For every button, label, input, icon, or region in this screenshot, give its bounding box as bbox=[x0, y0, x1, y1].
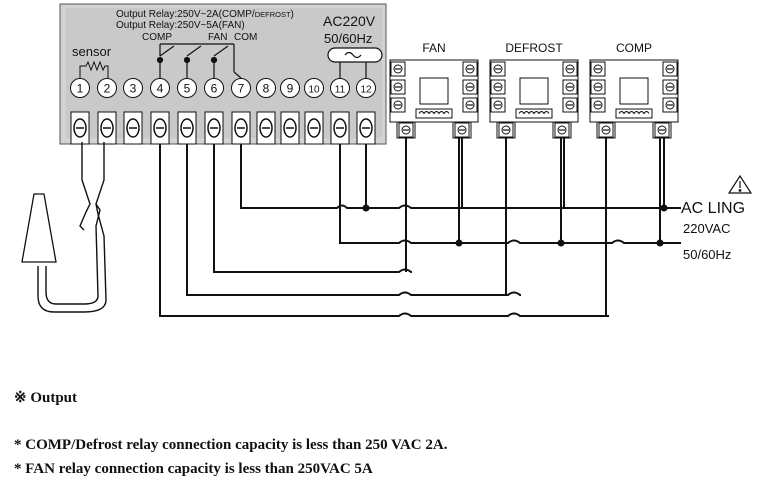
relay-comp: COMP bbox=[589, 41, 679, 139]
terminal-screw-row bbox=[70, 111, 376, 145]
terminal-number-10: 10 bbox=[308, 85, 320, 96]
fan-capacity-note: * FAN relay connection capacity is less … bbox=[14, 461, 373, 477]
com-line-wire bbox=[240, 144, 681, 209]
comp-defrost-capacity-note: * COMP/Defrost relay connection capacity… bbox=[14, 437, 448, 453]
controller-panel bbox=[66, 8, 382, 138]
sensor-probe bbox=[21, 142, 107, 313]
relay-label-comp: COMP bbox=[616, 41, 652, 55]
relay-coil-winding bbox=[618, 111, 650, 115]
relay-fan: FAN bbox=[389, 41, 479, 139]
terminal-number-9: 9 bbox=[287, 82, 294, 96]
terminal-number-circle bbox=[280, 78, 300, 98]
terminal-number-circle bbox=[256, 78, 276, 98]
terminal-number-circle bbox=[177, 78, 197, 98]
fan-terminal-label: FAN bbox=[208, 32, 227, 43]
ac-supply-symbol bbox=[327, 47, 383, 78]
terminal-number-circle bbox=[204, 78, 224, 98]
terminal-number-circle bbox=[123, 78, 143, 98]
relay-window bbox=[419, 77, 449, 105]
junction-dot bbox=[656, 239, 664, 247]
comp-control-wire bbox=[159, 144, 609, 317]
fan-control-wire bbox=[213, 144, 412, 273]
junction-dot bbox=[557, 239, 565, 247]
relay-contacts-symbol bbox=[156, 43, 242, 79]
defrost-control-wire bbox=[186, 144, 521, 296]
terminal-number-4: 4 bbox=[157, 82, 164, 96]
relay-coil-winding bbox=[418, 111, 450, 115]
terminal-number-8: 8 bbox=[263, 82, 270, 96]
sensor-resistor-symbol bbox=[79, 60, 109, 78]
power-label: AC220V bbox=[323, 13, 376, 29]
neutral-line-wire bbox=[339, 144, 681, 244]
terminal-number-3: 3 bbox=[130, 82, 137, 96]
wiring-lines bbox=[159, 138, 681, 317]
junction-dot bbox=[660, 204, 668, 212]
terminal-number-circle bbox=[304, 78, 324, 98]
relay-label-defrost: DEFROST bbox=[505, 41, 563, 55]
wiring-diagram: Output Relay:250V~2A(COMP/DEFROST) Outpu… bbox=[21, 3, 753, 317]
terminal-number-1: 1 bbox=[77, 82, 84, 96]
terminal-number-circle bbox=[70, 78, 90, 98]
terminal-number-5: 5 bbox=[184, 82, 191, 96]
relay-window bbox=[519, 77, 549, 105]
output-notes: ※ Output * COMP/Defrost relay connection… bbox=[14, 388, 754, 485]
relay-rating-1: Output Relay:250V~2A(COMP/DEFROST) bbox=[116, 9, 294, 20]
junction-dot bbox=[455, 239, 463, 247]
terminal-number-12: 12 bbox=[360, 85, 372, 96]
ac-line-label: AC LING bbox=[681, 200, 745, 217]
supply-voltage-label: 220VAC bbox=[683, 221, 730, 236]
comp-terminal-label: COMP bbox=[142, 32, 172, 43]
terminal-number-circle bbox=[356, 78, 376, 98]
relay-label-fan: FAN bbox=[422, 41, 445, 55]
terminal-number-2: 2 bbox=[104, 82, 111, 96]
relay-modules: FAN DEFROST COMP bbox=[389, 41, 679, 139]
terminal-number-7: 7 bbox=[238, 82, 245, 96]
relay-window bbox=[619, 77, 649, 105]
relay-rating-2: Output Relay:250V~5A(FAN) bbox=[116, 20, 245, 31]
terminal-number-circle bbox=[97, 78, 117, 98]
terminal-number-6: 6 bbox=[211, 82, 218, 96]
sensor-label: sensor bbox=[72, 44, 112, 59]
warning-triangle-icon bbox=[727, 174, 753, 194]
terminal-number-circle bbox=[330, 78, 350, 98]
relay-defrost: DEFROST bbox=[489, 41, 579, 139]
terminal-number-circle bbox=[150, 78, 170, 98]
supply-frequency-label: 50/60Hz bbox=[683, 247, 731, 262]
relay-coil-winding bbox=[518, 111, 550, 115]
terminal-number-11: 11 bbox=[335, 85, 346, 96]
frequency-label: 50/60Hz bbox=[324, 31, 372, 46]
junction-dot bbox=[362, 204, 370, 212]
terminal-number-circle bbox=[231, 78, 251, 98]
com-terminal-label: COM bbox=[234, 32, 257, 43]
output-heading: ※ Output bbox=[14, 390, 78, 406]
